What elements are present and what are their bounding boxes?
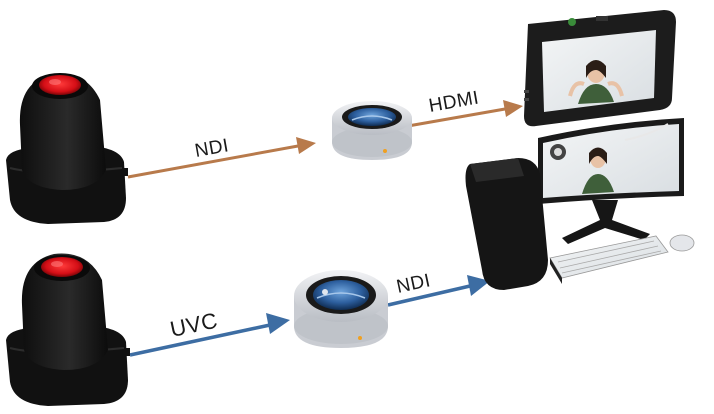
line-ndi-top (127, 137, 316, 179)
top-converter-icon (332, 101, 412, 160)
line-uvc (129, 313, 290, 357)
line-hdmi (407, 100, 523, 128)
bottom-converter-icon (294, 270, 388, 348)
label-ndi-bottom: NDI (395, 270, 433, 298)
label-hdmi: HDMI (427, 87, 480, 116)
desktop-pc-icon (465, 118, 695, 290)
top-ptz-camera-icon (6, 73, 128, 224)
field-monitor-icon (524, 10, 676, 127)
bottom-ptz-camera-icon (6, 253, 130, 406)
line-ndi-bottom (387, 275, 490, 307)
